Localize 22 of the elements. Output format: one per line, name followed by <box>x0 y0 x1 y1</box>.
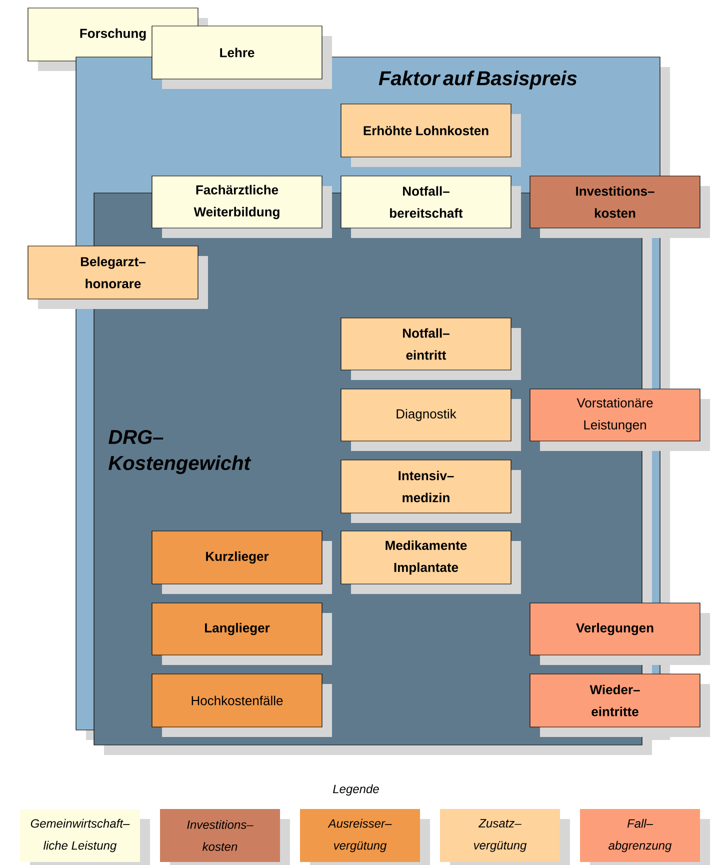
category-box: Notfall– bereitschaft <box>340 176 521 238</box>
legend-item: Investitions– kosten <box>160 809 290 865</box>
category-box: Notfall– eintritt <box>340 318 521 380</box>
category-box: Belegarzt– honorare <box>28 246 208 309</box>
category-box: Intensiv– medizin <box>340 460 521 523</box>
category-box: Lehre <box>152 26 332 89</box>
category-box: Fachärztliche Weiterbildung <box>152 176 332 238</box>
category-box: Erhöhte Lohnkosten <box>340 104 521 167</box>
category-box: Kurzlieger <box>152 530 332 594</box>
legend-item: Fall– abgrenzung <box>580 809 710 865</box>
category-box: Hochkostenfälle <box>152 674 332 737</box>
legend-item: Zusatz– vergütung <box>440 809 570 865</box>
legend-item: Ausreisser– vergütung <box>300 809 430 865</box>
category-box: Vorstationäre Leistungen <box>530 388 710 451</box>
category-box: Investitions– kosten <box>530 176 710 238</box>
legend-title: Legende <box>333 784 379 796</box>
category-box: Langlieger <box>152 602 332 665</box>
category-box: Diagnostik <box>340 388 521 451</box>
legend-item: Gemeinwirtschaft– liche Leistung <box>20 809 150 865</box>
category-box: Verlegungen <box>530 602 710 665</box>
category-box: Wieder– eintritte <box>530 674 710 737</box>
category-box: Medikamente Implantate <box>340 530 521 594</box>
